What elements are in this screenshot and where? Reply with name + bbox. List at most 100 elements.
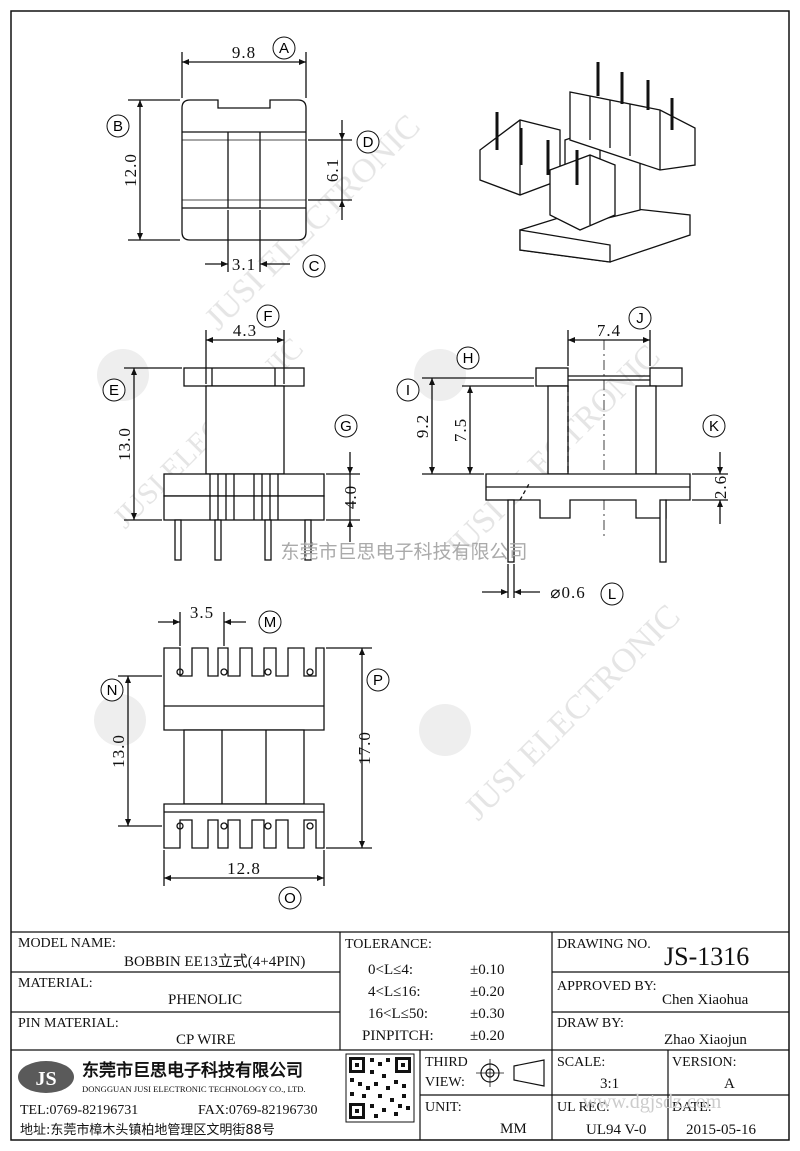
scale-value: 3:1 [600, 1076, 619, 1092]
dim-G-value: 4.0 [341, 485, 360, 509]
callout-A: A [272, 36, 296, 60]
top-view [128, 52, 352, 272]
callout-J-letter: J [636, 310, 644, 327]
dim-O-value: 12.8 [227, 859, 261, 878]
watermark-logo [94, 694, 146, 746]
pin-material-value: CP WIRE [176, 1032, 236, 1048]
dim-E-value: 13.0 [115, 427, 134, 461]
callout-N: N [100, 678, 124, 702]
callout-D: D [356, 130, 380, 154]
ul-rec-value: UL94 V-0 [586, 1122, 646, 1138]
date-label: DATE: [672, 1100, 712, 1115]
dim-J-value: 7.4 [597, 321, 621, 340]
callouts: A B C D E F G H I J K L M N O P [100, 36, 726, 910]
company-fax: FAX:0769-82196730 [198, 1103, 318, 1118]
dim-B-value: 12.0 [121, 153, 140, 187]
company-address: 地址:东莞市樟木头镇柏地管理区文明街88号 [20, 1122, 275, 1138]
watermark-logo [414, 349, 466, 401]
company-name-cn: 东莞市巨思电子科技有限公司 [82, 1060, 303, 1081]
tolerance-range-1: 4<L≤16: [368, 984, 421, 1000]
callout-I: I [396, 378, 420, 402]
callout-C-letter: C [309, 258, 320, 275]
callout-P: P [366, 668, 390, 692]
title-block [11, 931, 789, 1140]
watermark-logo [419, 704, 471, 756]
callout-K: K [702, 414, 726, 438]
draw-by-value: Zhao Xiaojun [664, 1032, 747, 1048]
dim-M-value: 3.5 [190, 603, 214, 622]
callout-M: M [258, 610, 282, 634]
callout-J: J [628, 306, 652, 330]
callout-L-letter: L [608, 586, 616, 603]
dim-P-value: 17.0 [355, 731, 374, 765]
tolerance-value-0: ±0.10 [470, 962, 504, 978]
callout-G-letter: G [340, 418, 352, 435]
drawing-no-label: DRAWING NO. [557, 937, 651, 952]
unit-label: UNIT: [425, 1100, 462, 1115]
callout-L: L [600, 582, 624, 606]
website-watermark: www.dgjsdz.com [583, 1091, 722, 1113]
tolerance-label: TOLERANCE: [345, 937, 432, 952]
scale-label: SCALE: [557, 1055, 605, 1070]
tolerance-value-2: ±0.30 [470, 1006, 504, 1022]
callout-B-letter: B [113, 118, 123, 135]
watermark-text: JUSI ELECTRONIC [458, 598, 688, 828]
third-angle-projection-icon [476, 1059, 545, 1087]
callout-E: E [102, 378, 126, 402]
front-view [124, 330, 360, 561]
dim-I-value: 9.2 [413, 414, 432, 438]
dimension-labels: 9.8 12.0 3.1 6.1 13.0 4.3 4.0 7.5 9.2 7.… [109, 43, 730, 878]
tolerance-value-1: ±0.20 [470, 984, 504, 1000]
approved-by-value: Chen Xiaohua [662, 992, 749, 1008]
drawing-no-value: JS-1316 [664, 942, 749, 971]
date-value: 2015-05-16 [686, 1122, 756, 1138]
company-overlay-text: 东莞市巨思电子科技有限公司 [280, 541, 527, 563]
callout-F: F [256, 304, 280, 328]
version-value: A [724, 1076, 735, 1092]
third-view-label-1: THIRD [425, 1055, 468, 1070]
callout-B: B [106, 114, 130, 138]
qr-code [345, 1053, 415, 1123]
material-value: PHENOLIC [168, 992, 242, 1008]
callout-O: O [278, 886, 302, 910]
approved-by-label: APPROVED BY: [557, 979, 656, 994]
model-name-label: MODEL NAME: [18, 936, 116, 951]
isometric-view [479, 62, 696, 263]
ul-rec-label: UL REC: [557, 1100, 610, 1115]
dim-K-value: 2.6 [711, 475, 730, 499]
title-block-text: MODEL NAME: BOBBIN EE13立式(4+4PIN) MATERI… [18, 936, 756, 1138]
callout-C: C [302, 254, 326, 278]
tolerance-range-2: 16<L≤50: [368, 1006, 428, 1022]
tolerance-range-3: PINPITCH: [362, 1028, 434, 1044]
third-view-label-2: VIEW: [425, 1075, 465, 1090]
company-block: JS 东莞市巨思电子科技有限公司 DONGGUAN JUSI ELECTRONI… [18, 1053, 415, 1138]
callout-G: G [334, 414, 358, 438]
pin-material-label: PIN MATERIAL: [18, 1016, 119, 1031]
callout-E-letter: E [109, 382, 119, 399]
bottom-view [118, 612, 372, 886]
callout-I-letter: I [406, 382, 410, 399]
drawing-border [10, 10, 790, 1141]
callout-H-letter: H [463, 350, 474, 367]
callout-H: H [456, 346, 480, 370]
company-logo-text: JS [35, 1068, 56, 1090]
tolerance-value-3: ±0.20 [470, 1028, 504, 1044]
model-name-value: BOBBIN EE13立式(4+4PIN) [124, 953, 305, 970]
draw-by-label: DRAW BY: [557, 1016, 624, 1031]
dim-N-value: 13.0 [109, 734, 128, 768]
material-label: MATERIAL: [18, 976, 93, 991]
dim-L-value: ⌀0.6 [550, 583, 586, 602]
dim-A-value: 9.8 [232, 43, 256, 62]
callout-K-letter: K [709, 418, 719, 435]
version-label: VERSION: [672, 1055, 737, 1070]
company-name-en: DONGGUAN JUSI ELECTRONIC TECHNOLOGY CO.,… [82, 1084, 306, 1094]
company-tel: TEL:0769-82196731 [20, 1103, 138, 1118]
dim-C-value: 3.1 [232, 255, 256, 274]
side-view [422, 330, 728, 598]
tolerance-range-0: 0<L≤4: [368, 962, 413, 978]
callout-O-letter: O [284, 890, 296, 907]
dim-H-value: 7.5 [451, 418, 470, 442]
callout-P-letter: P [373, 672, 383, 689]
dim-F-value: 4.3 [233, 321, 257, 340]
